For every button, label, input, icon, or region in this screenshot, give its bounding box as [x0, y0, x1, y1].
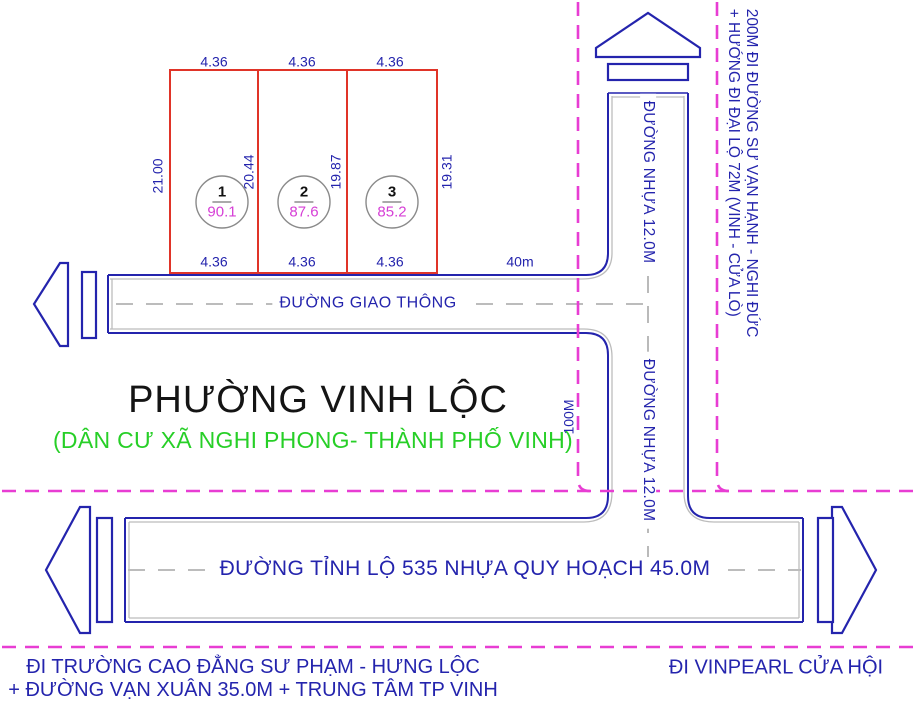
parcel-area: 87.6 [289, 203, 319, 221]
road-inner-lines [110, 96, 800, 619]
dim-side-left: 21.00 [149, 158, 166, 194]
dim-side-right: 19.31 [438, 154, 455, 190]
dim-bottom-plot1: 4.36 [200, 253, 228, 270]
dim-bottom-plot2: 4.36 [288, 253, 316, 270]
dim-top-plot3: 4.36 [376, 53, 404, 70]
parcel-label-3: 3 85.2 [377, 184, 406, 221]
parcel-label-2: 2 87.6 [289, 184, 318, 221]
direction-note-bottom-right: ĐI VINPEARL CỬA HỘI [668, 656, 884, 679]
road-label-nhua-upper: ĐƯỜNG NHỰA 12.0M [639, 93, 657, 271]
road-nhua-right-edge [687, 93, 803, 519]
left-road-bar [80, 270, 98, 340]
parcel-area: 90.1 [207, 203, 237, 221]
parcel-number: 2 [294, 184, 314, 203]
direction-note-right-line1: 200M ĐI ĐƯỜNG SƯ VẠN HẠNH - NGHI ĐỨC [743, 8, 760, 338]
bottom-right-arrow-icon [830, 505, 878, 635]
road-label-tinh-lo-535: ĐƯỜNG TỈNH LỘ 535 NHỰA QUY HOẠCH 45.0M [212, 557, 718, 581]
left-arrow-icon [32, 261, 70, 348]
road-giao-thong-top-edge [108, 93, 609, 276]
parcel-area: 85.2 [377, 203, 407, 221]
direction-arrows [32, 11, 878, 635]
bottom-left-road-bar [95, 516, 114, 624]
parcel-number: 1 [212, 184, 232, 203]
parcel-label-1: 1 90.1 [207, 184, 236, 221]
ward-title: PHƯỜNG VINH LỘC [128, 379, 508, 422]
parcel-number: 3 [382, 184, 402, 203]
direction-note-bl-line2: + ĐƯỜNG VẠN XUÂN 35.0M + TRUNG TÂM TP VI… [8, 679, 498, 701]
parcel-boundaries [169, 69, 438, 274]
dim-top-plot2: 4.36 [288, 53, 316, 70]
bottom-right-road-bar [816, 516, 835, 624]
direction-note-bottom-left: ĐI TRƯỜNG CAO ĐẲNG SƯ PHẠM - HƯNG LỘC + … [8, 656, 498, 702]
dim-side-2: 19.87 [327, 154, 344, 190]
direction-note-bl-line1: ĐI TRƯỜNG CAO ĐẲNG SƯ PHẠM - HƯNG LỘC [26, 656, 480, 678]
road-giao-thong-bottom-edge [108, 332, 609, 519]
planning-boundary-lines [2, 2, 920, 649]
dim-bottom-plot3: 4.36 [376, 253, 404, 270]
direction-note-right-line2: + HƯỚNG ĐI ĐẠI LỘ 72M (VINH - CỬA LÒ) [725, 8, 742, 317]
dim-side-1: 20.44 [240, 154, 257, 190]
frontage-40m-label: 40m [506, 253, 534, 270]
bottom-left-arrow-icon [44, 505, 92, 635]
road-edges [107, 92, 804, 623]
up-road-bar [606, 62, 690, 82]
direction-note-right: 200M ĐI ĐƯỜNG SƯ VẠN HẠNH - NGHI ĐỨC + H… [724, 9, 760, 338]
road-label-nhua-lower: ĐƯỜNG NHỰA 12.0M [639, 351, 657, 529]
up-arrow-icon [594, 11, 702, 59]
road-label-giao-thong: ĐƯỜNG GIAO THÔNG [272, 295, 464, 313]
ward-subtitle: (DÂN CƯ XÃ NGHI PHONG- THÀNH PHỐ VINH) [52, 426, 574, 453]
dim-top-plot1: 4.36 [200, 53, 228, 70]
